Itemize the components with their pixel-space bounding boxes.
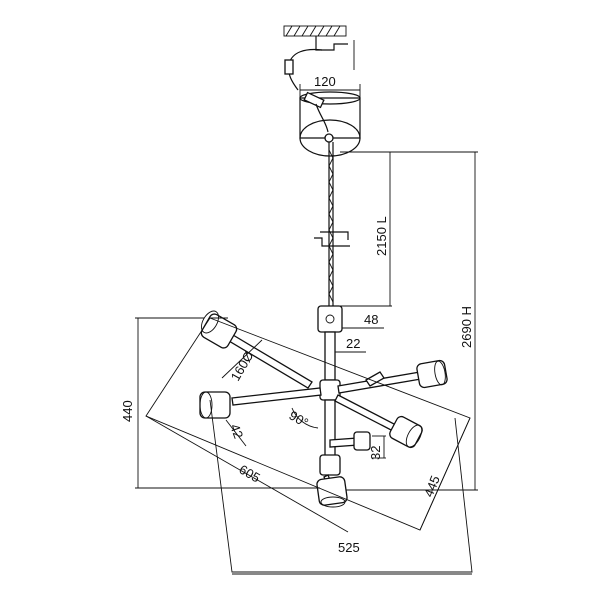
top-hub (317, 305, 343, 333)
shade-right (416, 359, 448, 389)
arm-rear (365, 371, 385, 387)
dim-total-height: 2690 H (459, 306, 474, 348)
canopy-bottom-edge (299, 119, 361, 157)
mounting-bracket (315, 36, 348, 51)
bottom-envelope (209, 399, 473, 573)
lower-stem-rod (324, 399, 336, 461)
stem-rod (324, 331, 336, 381)
angle-arc (291, 407, 319, 429)
dimension-angle: 90° (287, 407, 319, 431)
dim-line-605 (145, 415, 349, 533)
dim-canopy-diameter: 120 (314, 74, 336, 89)
suspension-chain (314, 142, 350, 306)
dim-angle: 90° (287, 408, 312, 431)
dim-side-height: 440 (120, 400, 135, 422)
dim-line-42 (225, 419, 247, 447)
ceiling-hatch-box (283, 25, 347, 37)
envelope-dimensions: 440 605 445 525 (120, 317, 473, 575)
envelope-outline (145, 317, 471, 531)
chain-links (328, 149, 334, 303)
length-break-symbol (314, 231, 350, 247)
dim-line-160 (221, 339, 263, 379)
dimension-offset: 32 (368, 435, 386, 460)
shade-left (199, 391, 231, 419)
dimension-cup: 42 (225, 419, 247, 447)
dimension-canopy: 120 (299, 74, 361, 98)
shade-small (353, 431, 371, 451)
dim-small-offset: 32 (368, 446, 383, 460)
central-stem (317, 305, 343, 476)
dim-bottom-width: 525 (338, 540, 360, 555)
arm-lower-right (334, 394, 397, 432)
dim-cable-length: 2150 L (374, 216, 389, 256)
dim-depth-diagonal: 445 (421, 473, 443, 499)
terminal-block (303, 91, 325, 109)
dimension-cable: 2150 L (340, 151, 392, 307)
canopy (299, 91, 361, 157)
cable-clip (284, 59, 294, 75)
ceiling-mount (283, 25, 355, 91)
dimension-hub: 48 22 (335, 312, 384, 353)
dim-cup-height: 42 (227, 422, 246, 441)
ceiling-hatch (285, 25, 341, 37)
dim-hub-diameter: 48 (364, 312, 378, 327)
lower-hub (319, 454, 341, 476)
arm-left (231, 387, 322, 406)
dim-width-diagonal: 605 (237, 462, 263, 486)
dim-rod-diameter: 22 (346, 336, 360, 351)
inner-wire (315, 103, 329, 133)
canopy-hook (324, 133, 334, 143)
svg-text:160Ø: 160Ø (228, 348, 257, 383)
shade-lower-right (389, 415, 423, 449)
dimension-total-height: 2690 H (340, 151, 478, 491)
dim-line-445 (419, 417, 471, 531)
